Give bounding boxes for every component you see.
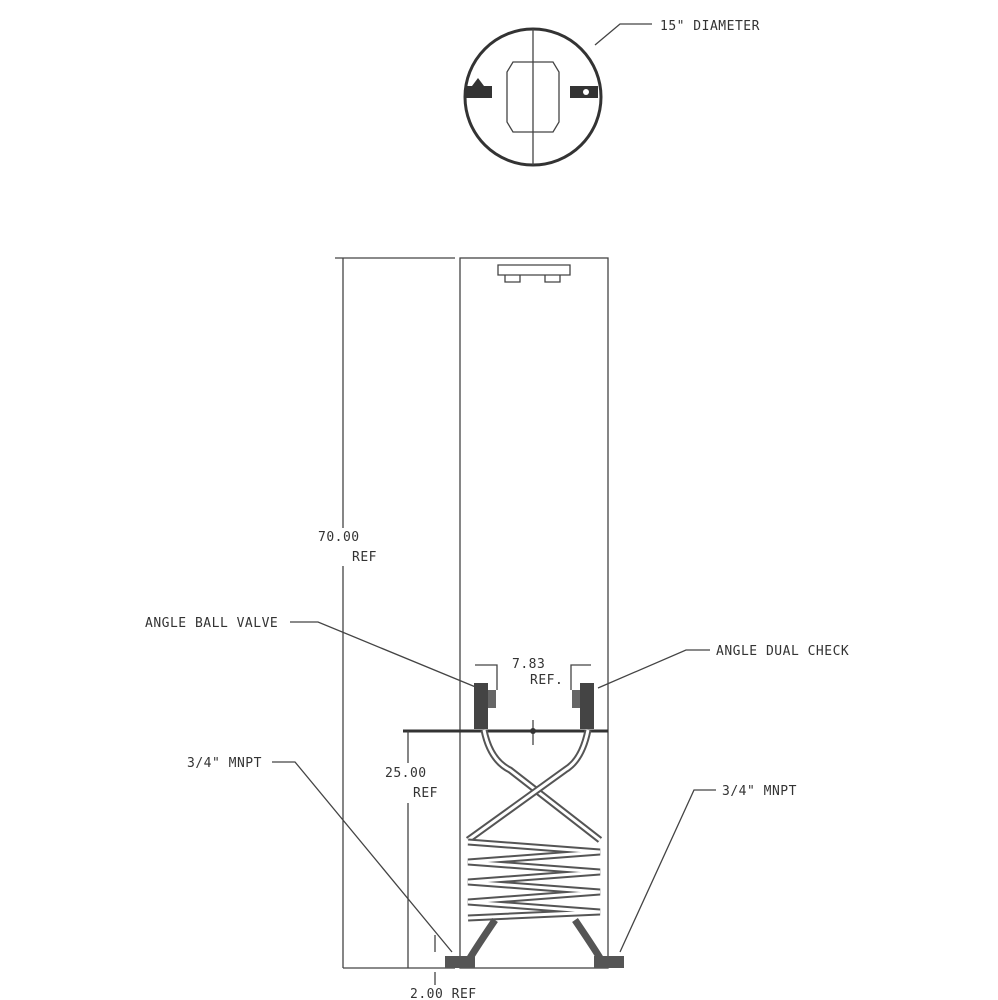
base-ref: 2.00 REF — [410, 987, 477, 1000]
inlet-height-value: 25.00 — [385, 766, 427, 781]
spacing-value: 7.83 — [512, 657, 545, 672]
mnpt-right-leader — [619, 789, 716, 953]
piping — [465, 729, 603, 960]
mnpt-right-label: 3/4" MNPT — [722, 784, 797, 799]
height-ref: REF — [352, 550, 377, 565]
dual-check-label: ANGLE DUAL CHECK — [716, 644, 849, 659]
ball-valve-leader — [290, 621, 479, 689]
side-view: 70.00 REF 25.00 REF 7.83 REF. — [318, 257, 624, 1000]
mnpt-left-label: 3/4" MNPT — [187, 756, 262, 771]
outlet-connection-right — [594, 956, 624, 968]
dual-check-leader — [597, 649, 710, 689]
diameter-label: 15" DIAMETER — [660, 19, 760, 34]
height-value: 70.00 — [318, 530, 360, 545]
access-hatch — [506, 61, 560, 133]
ball-valve-label: ANGLE BALL VALVE — [145, 616, 278, 631]
ball-valve — [474, 683, 496, 729]
inlet-connection-left — [445, 956, 475, 968]
dual-check-valve — [572, 683, 594, 729]
diameter-leader — [594, 23, 652, 46]
lifting-handle-icon — [497, 264, 571, 283]
spacing-ref: REF. — [530, 673, 563, 688]
check-valve-icon — [570, 86, 598, 98]
inlet-height-ref: REF — [413, 786, 438, 801]
mnpt-left-leader — [272, 761, 453, 953]
ball-valve-icon — [466, 78, 492, 98]
top-view: 15" DIAMETER — [463, 19, 760, 167]
enclosure-outline-side — [459, 257, 609, 969]
